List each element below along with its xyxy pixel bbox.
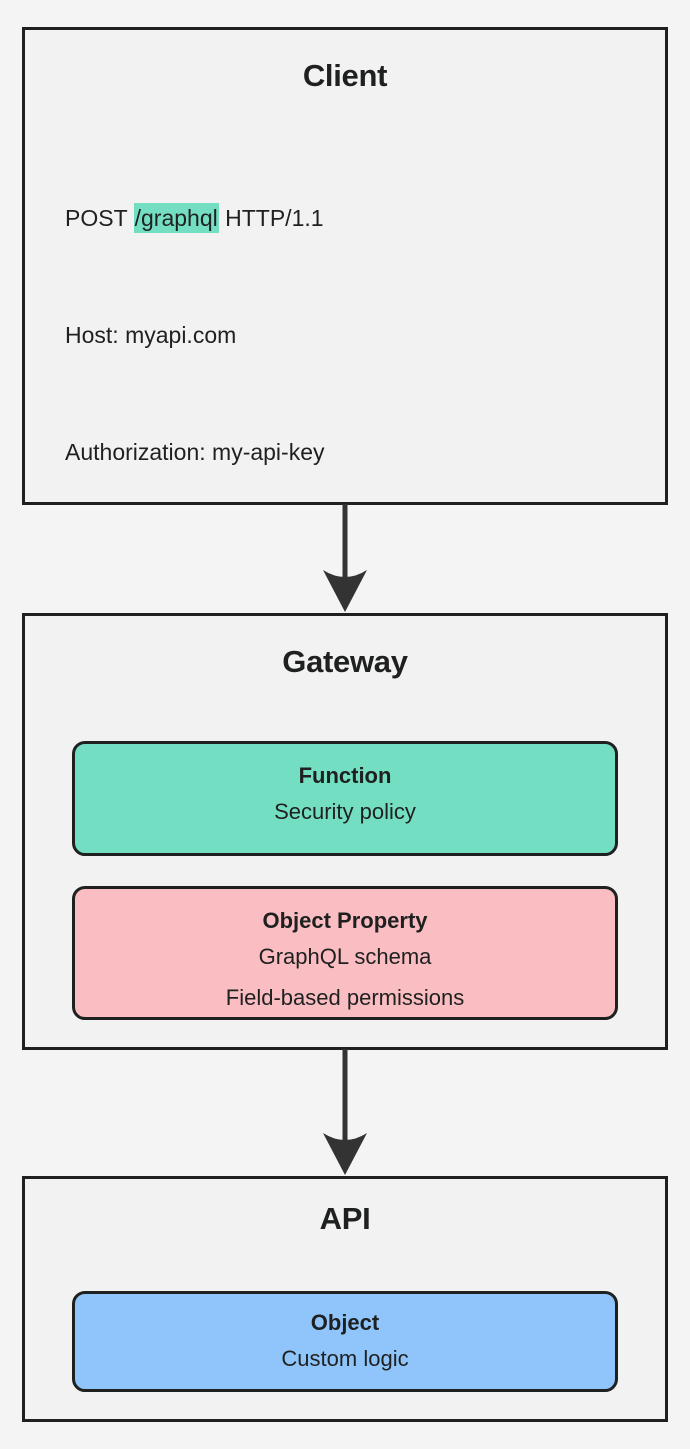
- http-method-and-space: POST: [65, 205, 134, 231]
- card-function: Function Security policy: [72, 741, 618, 856]
- card-object: Object Custom logic: [72, 1291, 618, 1392]
- request-header-host: Host: myapi.com: [65, 322, 237, 348]
- request-line-method: POST /graphql HTTP/1.1: [65, 199, 665, 238]
- arrow-gateway-to-api: [323, 1049, 367, 1175]
- request-header-authorization: Authorization: my-api-key: [65, 439, 325, 465]
- card-function-line-1: Security policy: [274, 799, 416, 824]
- card-object-property-line-1: GraphQL schema: [258, 944, 432, 969]
- card-object-line-1: Custom logic: [281, 1346, 409, 1371]
- card-object-title: Object: [310, 1310, 380, 1335]
- api-title: API: [319, 1201, 371, 1236]
- card-object-property-line-2: Field-based permissions: [225, 985, 465, 1010]
- card-object-property: Object Property GraphQL schema Field-bas…: [72, 886, 618, 1020]
- card-function-title: Function: [298, 763, 392, 788]
- client-title: Client: [302, 58, 388, 93]
- client-node: Client POST /graphql HTTP/1.1 Host: myap…: [22, 27, 668, 1050]
- http-path-highlight: /graphql: [133, 203, 219, 233]
- card-object-property-title: Object Property: [262, 908, 428, 933]
- http-protocol: HTTP/1.1: [218, 205, 324, 231]
- gateway-title: Gateway: [282, 644, 408, 679]
- arrow-client-to-gateway: [323, 504, 367, 612]
